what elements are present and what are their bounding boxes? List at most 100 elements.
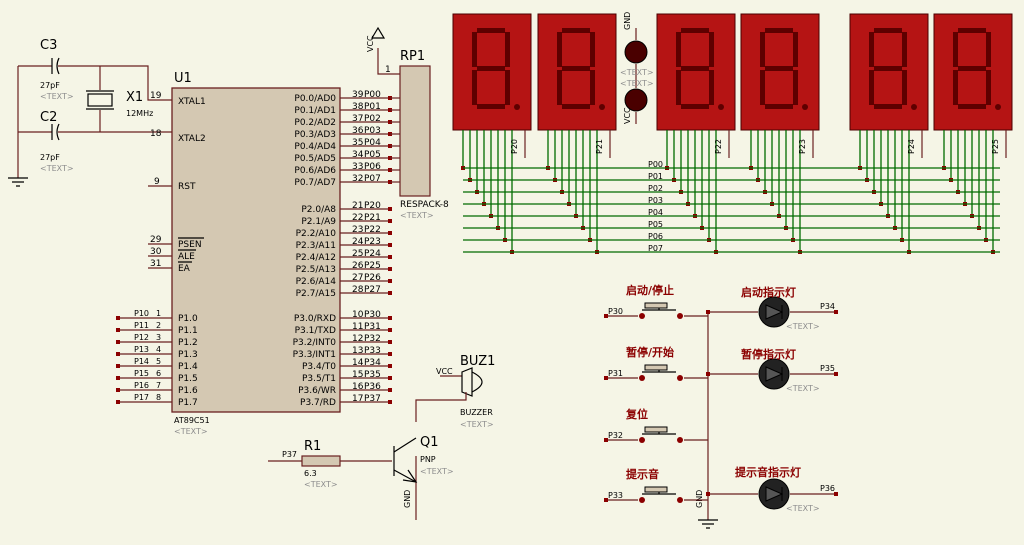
p3_pins-net-label: P35 [364,370,381,380]
respack-part: RESPACK-8 [400,200,449,210]
mcu-pin-name: XTAL1 [178,97,206,107]
digit-select-label: P20 [510,139,519,154]
p2_pins-pin-num: 22 [352,213,363,223]
p2_pins-pin-num: 25 [352,249,363,259]
r1-text: <TEXT> [304,480,338,489]
p0_pins-pin-num: 33 [352,162,363,172]
button-net: P30 [608,307,623,316]
p2_pins-pin-name: P2.7/A15 [296,289,336,299]
push-button[interactable]: 启动/停止 P30 [604,283,708,319]
net-junction [388,255,392,259]
led-net: P34 [820,302,835,311]
p0_pins-net-label: P03 [364,126,381,136]
respack-pin1: 1 [385,65,391,75]
q1-part: PNP [420,455,436,464]
p2_pins-pin-num: 28 [352,285,364,295]
p1-pin-name: P1.5 [178,374,198,384]
p1-net-label: P10 [134,309,149,318]
net-junction [116,388,120,392]
panel-gnd: GND [695,490,704,508]
button-label: 提示音 [626,467,659,481]
bus-net-label: P06 [648,232,663,241]
p2_pins-pin-num: 27 [352,273,363,283]
net-junction [116,364,120,368]
net-junction [388,291,392,295]
p3_pins-pin-num: 12 [352,334,363,344]
p0_pins-net-label: P06 [364,162,381,172]
led-label: 暂停指示灯 [741,347,796,361]
led-label: 提示音指示灯 [735,465,801,479]
bus-net-label: P05 [648,220,663,229]
mcu-pin-name: RST [178,182,196,192]
p3_pins-pin-num: 14 [352,358,364,368]
c3-value: 27pF [40,81,60,90]
respack-ref: RP1 [400,49,425,64]
p1-pin-num: 1 [156,309,161,318]
mcu-pin-num: 9 [154,177,160,187]
respack-rp1: RP1 1 VCC RESPACK-8 <TEXT> [366,26,449,220]
p1-pin-num: 7 [156,381,161,390]
q1-ref: Q1 [420,435,439,450]
button-label: 启动/停止 [626,283,674,297]
seven-segment-digit: P22 [656,13,736,254]
net-junction [116,376,120,380]
net-junction [388,243,392,247]
bus-net-label: P03 [648,196,663,205]
r1-value: 6.3 [304,469,317,478]
r1-net: P37 [282,450,297,459]
p1-net-label: P13 [134,345,149,354]
p0_pins-pin-name: P0.1/AD1 [294,106,336,116]
c2-value: 27pF [40,153,60,162]
net-junction [388,340,392,344]
button-net: P32 [608,431,623,440]
mcu-pin-num: 31 [150,259,161,269]
p2_pins-pin-num: 21 [352,201,363,211]
p2_pins-net-label: P25 [364,261,381,271]
p3_pins-net-label: P30 [364,310,381,320]
p3_pins-pin-name: P3.3/INT1 [293,350,336,360]
mcu-pin-name: XTAL2 [178,134,206,144]
p1-pin-name: P1.7 [178,398,198,408]
x1-value: 12MHz [126,109,153,118]
p0_pins-net-label: P00 [364,90,381,100]
net-junction [116,400,120,404]
p0_pins-net-label: P01 [364,102,381,112]
p1-pin-num: 8 [156,393,161,402]
p3_pins-pin-name: P3.6/WR [298,386,336,396]
p2_pins-net-label: P22 [364,225,381,235]
push-button[interactable]: 提示音 P33 [604,467,708,503]
mcu-text: <TEXT> [174,427,208,436]
buzzer-ref: BUZ1 [460,354,495,369]
p1-pin-num: 4 [156,345,161,354]
r1-ref: R1 [304,439,321,454]
p0_pins-pin-name: P0.7/AD7 [294,178,336,188]
p3_pins-pin-name: P3.5/T1 [302,374,336,384]
c2-ref: C2 [40,110,57,125]
button-net: P33 [608,491,623,500]
p0_pins-pin-num: 35 [352,138,363,148]
p3_pins-net-label: P33 [364,346,381,356]
p0_pins-net-label: P05 [364,150,381,160]
p2_pins-net-label: P27 [364,285,381,295]
net-junction [388,279,392,283]
colon-leds: GND VCC <TEXT> <TEXT> [620,12,654,124]
p2_pins-net-label: P26 [364,273,381,283]
bus-net-label: P07 [648,244,663,253]
p1-pin-num: 2 [156,321,161,330]
net-junction [388,267,392,271]
led-text: <TEXT> [786,322,820,331]
button-label: 暂停/开始 [626,345,674,359]
colon-text: <TEXT> [620,79,654,88]
p3_pins-pin-name: P3.2/INT0 [293,338,337,348]
p1-pin-name: P1.3 [178,350,198,360]
p3_pins-net-label: P31 [364,322,381,332]
